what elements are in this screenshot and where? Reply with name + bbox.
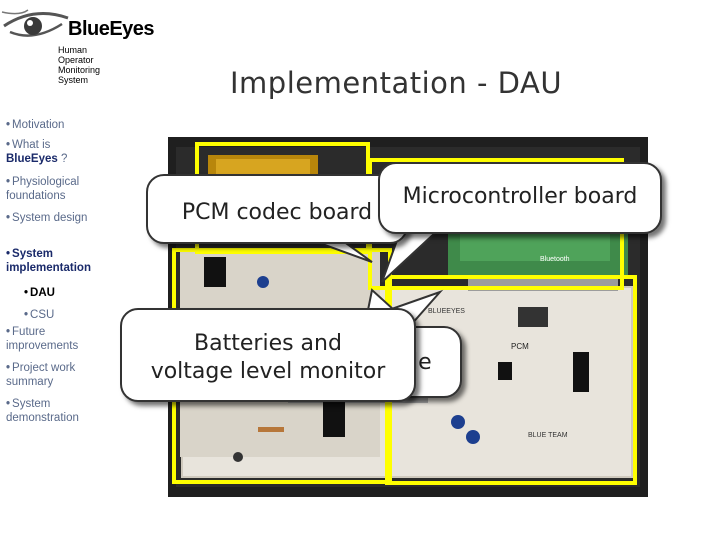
nav-item-future-improvements[interactable]: •Future improvements (6, 325, 110, 353)
callout-microcontroller-board: Microcontroller board (378, 162, 662, 234)
nav-label: System design (12, 212, 88, 224)
callout-pcm-codec-board: PCM codec board (146, 174, 408, 244)
nav-label: System implementation (6, 248, 91, 274)
bullet: • (24, 309, 29, 321)
nav-item-system-implementation[interactable]: •System implementation (6, 247, 110, 275)
bullet: • (6, 398, 11, 410)
callout-pcm-label: PCM codec board (181, 200, 373, 225)
brand-subtitle-line: Operator (58, 55, 94, 65)
bullet: • (6, 248, 11, 260)
callout-batteries-line1: Batteries and (194, 331, 342, 356)
bullet: • (6, 212, 11, 224)
nav-item-project-work-summary[interactable]: •Project work summary (6, 361, 110, 389)
bullet: • (6, 326, 11, 338)
photo-label-bluetooth: Bluetooth (540, 256, 570, 263)
nav-label: CSU (30, 309, 55, 321)
nav-label: Project work summary (6, 362, 76, 388)
nav-label-brand: BlueEyes (6, 153, 58, 165)
nav-label: Future improvements (6, 326, 79, 352)
nav-item-physiological-foundations[interactable]: •Physiological foundations (6, 175, 110, 203)
nav-label: System demonstration (6, 398, 79, 424)
page-title: Implementation - DAU (230, 66, 563, 100)
photo-label-blue-team: BLUE TEAM (528, 432, 568, 439)
bullet: • (6, 139, 11, 151)
brand-name: BlueEyes (68, 18, 155, 40)
bullet: • (6, 176, 11, 188)
brand-subtitle-line: Human (58, 45, 88, 55)
blueeyes-eye-logo-icon (1, 9, 69, 37)
nav-item-what-is-blueeyes[interactable]: •What is BlueEyes ? (6, 138, 110, 166)
nav-item-system-demonstration[interactable]: •System demonstration (6, 397, 110, 425)
nav-item-motivation[interactable]: •Motivation (6, 118, 110, 132)
nav-label: Physiological foundations (6, 176, 80, 202)
photo-label-blueeyes: BLUEEYES (428, 308, 465, 315)
photo-label-pcm: PCM (511, 342, 529, 351)
bullet: • (6, 362, 11, 374)
sidebar: BlueEyes Human Operator Monitoring Syste… (0, 0, 155, 540)
nav-label: Motivation (12, 119, 65, 131)
nav-item-csu[interactable]: •CSU (24, 308, 110, 322)
nav-label: DAU (30, 287, 55, 299)
callout-batteries-voltage: Batteries and voltage level monitor (120, 308, 416, 402)
nav-label: What is (12, 139, 51, 151)
brand-subtitle-line: Monitoring (58, 65, 101, 75)
nav-label-suffix: ? (57, 153, 68, 165)
bullet: • (24, 287, 29, 299)
bullet: • (6, 119, 11, 131)
brand-subtitle: Human Operator Monitoring System (58, 45, 118, 85)
callout-hidden-label: le (412, 350, 432, 375)
callout-batteries-line2: voltage level monitor (150, 359, 386, 384)
brand-subtitle-line: System (58, 75, 89, 85)
nav-item-system-design[interactable]: •System design (6, 211, 110, 225)
callout-micro-label: Microcontroller board (402, 184, 638, 209)
nav-item-dau[interactable]: •DAU (24, 286, 110, 300)
